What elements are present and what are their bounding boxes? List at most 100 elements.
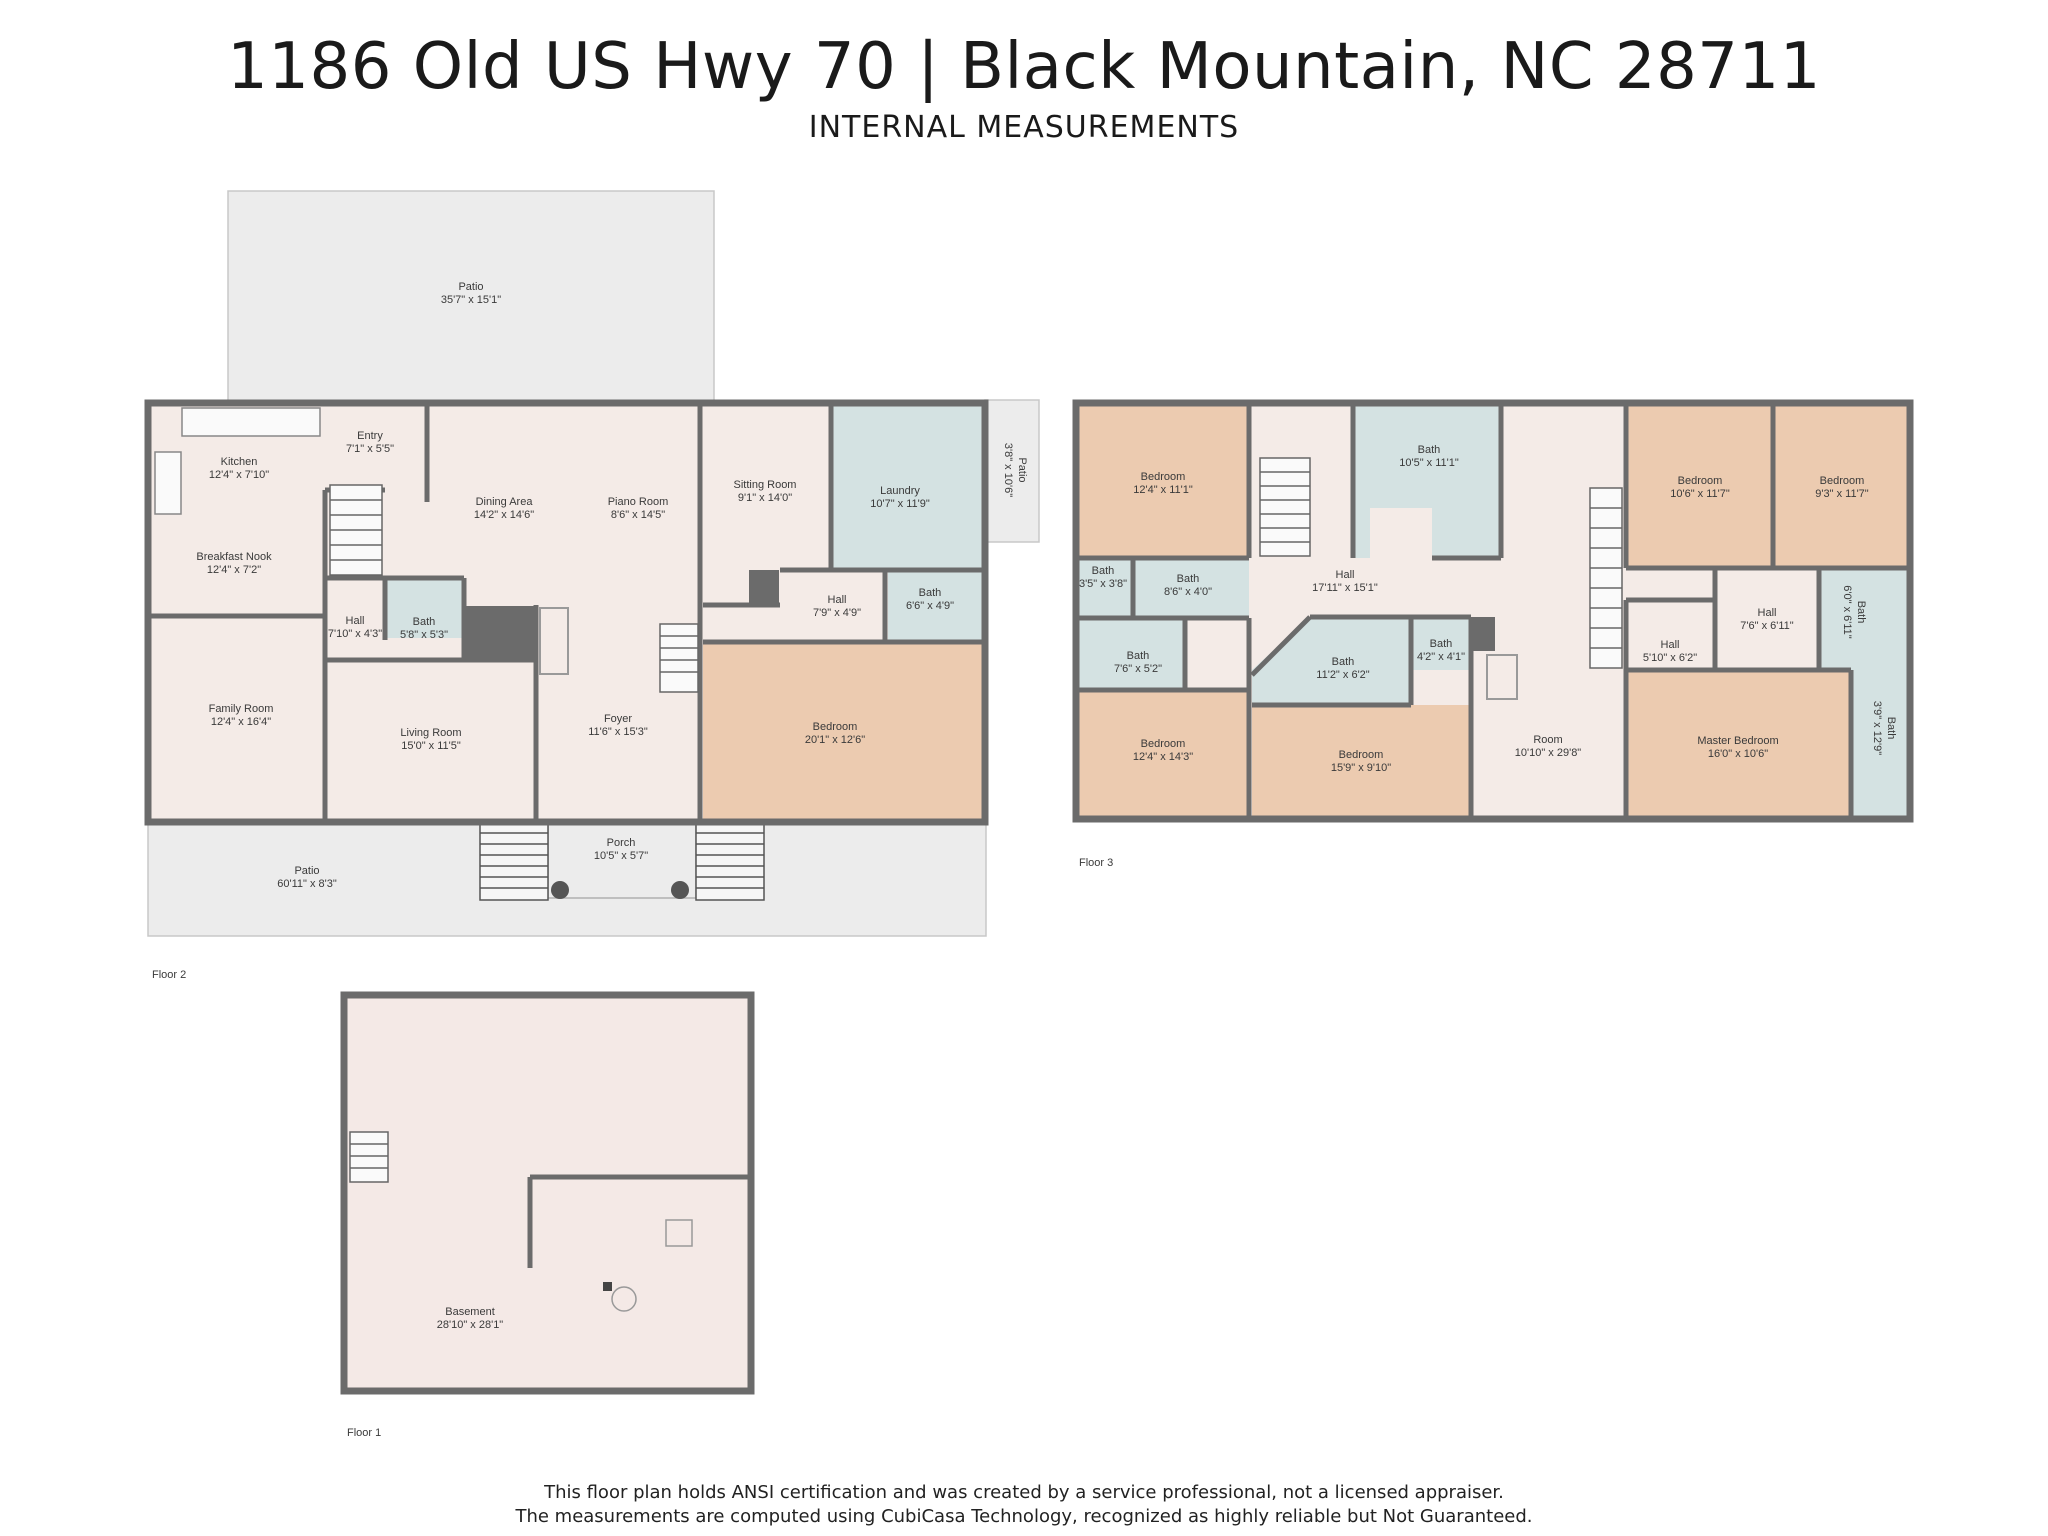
page-title: 1186 Old US Hwy 70 | Black Mountain, NC … [227, 30, 1821, 104]
room-label: Hall [346, 615, 365, 627]
room-size: 7'6" x 6'11" [1740, 620, 1793, 632]
bath-floor3-angled [1252, 617, 1411, 705]
bath-floor3-west [1076, 618, 1185, 690]
room-size: 10'6" x 11'7" [1670, 488, 1730, 500]
room-label: Patio [294, 865, 319, 877]
room-label: Sitting Room [734, 479, 797, 491]
room-label: Bath [1177, 573, 1200, 585]
room-size: 3'9" x 12'9" [1871, 701, 1883, 755]
room-label: Family Room [209, 703, 274, 715]
kitchen-counter [181, 407, 321, 437]
room-label: Basement [445, 1306, 495, 1318]
basement-staircase [349, 1131, 389, 1183]
room-label: Bedroom [813, 721, 858, 733]
room-label: Bath [1332, 656, 1355, 668]
room-size: 16'0" x 10'6" [1708, 748, 1768, 760]
bath-floor3-master [1851, 670, 1910, 819]
room-label: Piano Room [608, 496, 669, 508]
room-size: 3'5" x 3'8" [1079, 578, 1127, 590]
room-size: 6'0" x 6'11" [1841, 585, 1853, 638]
room-label: Bath [413, 616, 436, 628]
room-size: 11'2" x 6'2" [1316, 669, 1369, 681]
bath-floor3-tiny [1411, 617, 1471, 670]
room-size: 10'5" x 11'1" [1399, 457, 1459, 469]
bath-floor3-north-notch [1370, 508, 1432, 558]
room-label: Bath [1430, 638, 1453, 650]
room-label: Hall [1758, 607, 1777, 619]
room-size: 5'10" x 6'2" [1643, 652, 1697, 664]
room-label: Bedroom [1141, 738, 1186, 750]
porch-steps-left [479, 821, 549, 901]
hearth-floor3 [1486, 654, 1518, 700]
room-label: Room [1533, 734, 1562, 746]
room-size: 12'4" x 7'2" [207, 564, 261, 576]
room-size: 17'11" x 15'1" [1312, 582, 1378, 594]
page-subtitle: INTERNAL MEASUREMENTS [808, 110, 1240, 145]
floor-3-exterior-wall [1072, 399, 1914, 823]
room-size: 15'9" x 9'10" [1331, 762, 1391, 774]
basement-walls [527, 1174, 748, 1268]
floor-2-interior-walls [148, 403, 985, 822]
room-size: 7'1" x 5'5" [346, 443, 394, 455]
room-size: 14'2" x 14'6" [474, 509, 534, 521]
room-label: Living Room [400, 727, 461, 739]
room-label: Breakfast Nook [196, 551, 272, 563]
bedroom-floor3-ne2 [1773, 403, 1910, 568]
hearth-floor2 [539, 607, 569, 675]
staircase-floor2-east [659, 623, 699, 693]
room-size: 9'1" x 14'0" [738, 492, 792, 504]
staircase-floor3-east [1589, 487, 1623, 669]
room-size: 4'2" x 4'1" [1417, 651, 1465, 663]
floor-label: Floor 1 [347, 1427, 381, 1439]
bedroom-floor3-s [1252, 705, 1471, 819]
room-size: 60'11" x 8'3" [277, 878, 337, 890]
water-heater-icon [611, 1286, 637, 1312]
room-size: 7'9" x 4'9" [813, 607, 861, 619]
master-bedroom [1626, 670, 1851, 819]
room-label: Entry [357, 430, 383, 442]
floor-3: Bedroom 12'4" x 11'1" Bath 10'5" x 11'1"… [1072, 399, 1914, 869]
kitchen-stove [154, 451, 182, 515]
floor-1: Basement 28'10" x 28'1" Floor 1 [340, 991, 755, 1439]
chimney-floor2 [466, 606, 538, 658]
room-size: 11'6" x 15'3" [588, 726, 648, 738]
room-size: 5'8" x 5'3" [400, 629, 448, 641]
room-label: Bedroom [1820, 475, 1865, 487]
room-size: 12'4" x 16'4" [211, 716, 271, 728]
room-label: Hall [1661, 639, 1680, 651]
room-size: 10'5" x 5'7" [594, 850, 648, 862]
room-label: Master Bedroom [1697, 735, 1778, 747]
room-size: 3'8" x 10'6" [1002, 443, 1014, 497]
bath-floor2-east [888, 570, 985, 642]
room-size: 12'4" x 11'1" [1133, 484, 1193, 496]
porch-column-left [551, 881, 569, 899]
bedroom-floor3-nw [1076, 403, 1249, 558]
bedroom-floor3-sw [1076, 690, 1249, 819]
room-label: Porch [607, 837, 636, 849]
basement-utility-box [665, 1219, 693, 1247]
room-size: 15'0" x 11'5" [401, 740, 461, 752]
chimney-floor3 [1471, 617, 1495, 651]
laundry-room [831, 403, 985, 570]
room-label: Bedroom [1141, 471, 1186, 483]
room-size: 12'4" x 14'3" [1133, 751, 1193, 763]
floor-label: Floor 2 [152, 969, 186, 981]
floor-2-exterior-wall [144, 399, 989, 826]
staircase-floor2-west [329, 484, 383, 576]
room-size: 28'10" x 28'1" [437, 1319, 504, 1331]
room-label: Foyer [604, 713, 632, 725]
room-label: Hall [1336, 569, 1355, 581]
room-size: 8'6" x 14'5" [611, 509, 665, 521]
bath-floor3-east [1819, 568, 1910, 670]
floor-3-interior-walls [1076, 403, 1910, 819]
room-size: 10'10" x 29'8" [1515, 747, 1582, 759]
porch-steps-right [695, 821, 765, 901]
bedroom-floor3-ne1 [1626, 403, 1773, 568]
staircase-floor3-west [1259, 457, 1311, 557]
room-size: 12'4" x 7'10" [209, 469, 269, 481]
bedroom-floor2 [703, 642, 985, 822]
disclaimer-line-2: The measurements are computed using Cubi… [515, 1506, 1533, 1527]
room-size: 7'10" x 4'3" [328, 628, 382, 640]
room-size: 35'7" x 15'1" [441, 294, 501, 306]
